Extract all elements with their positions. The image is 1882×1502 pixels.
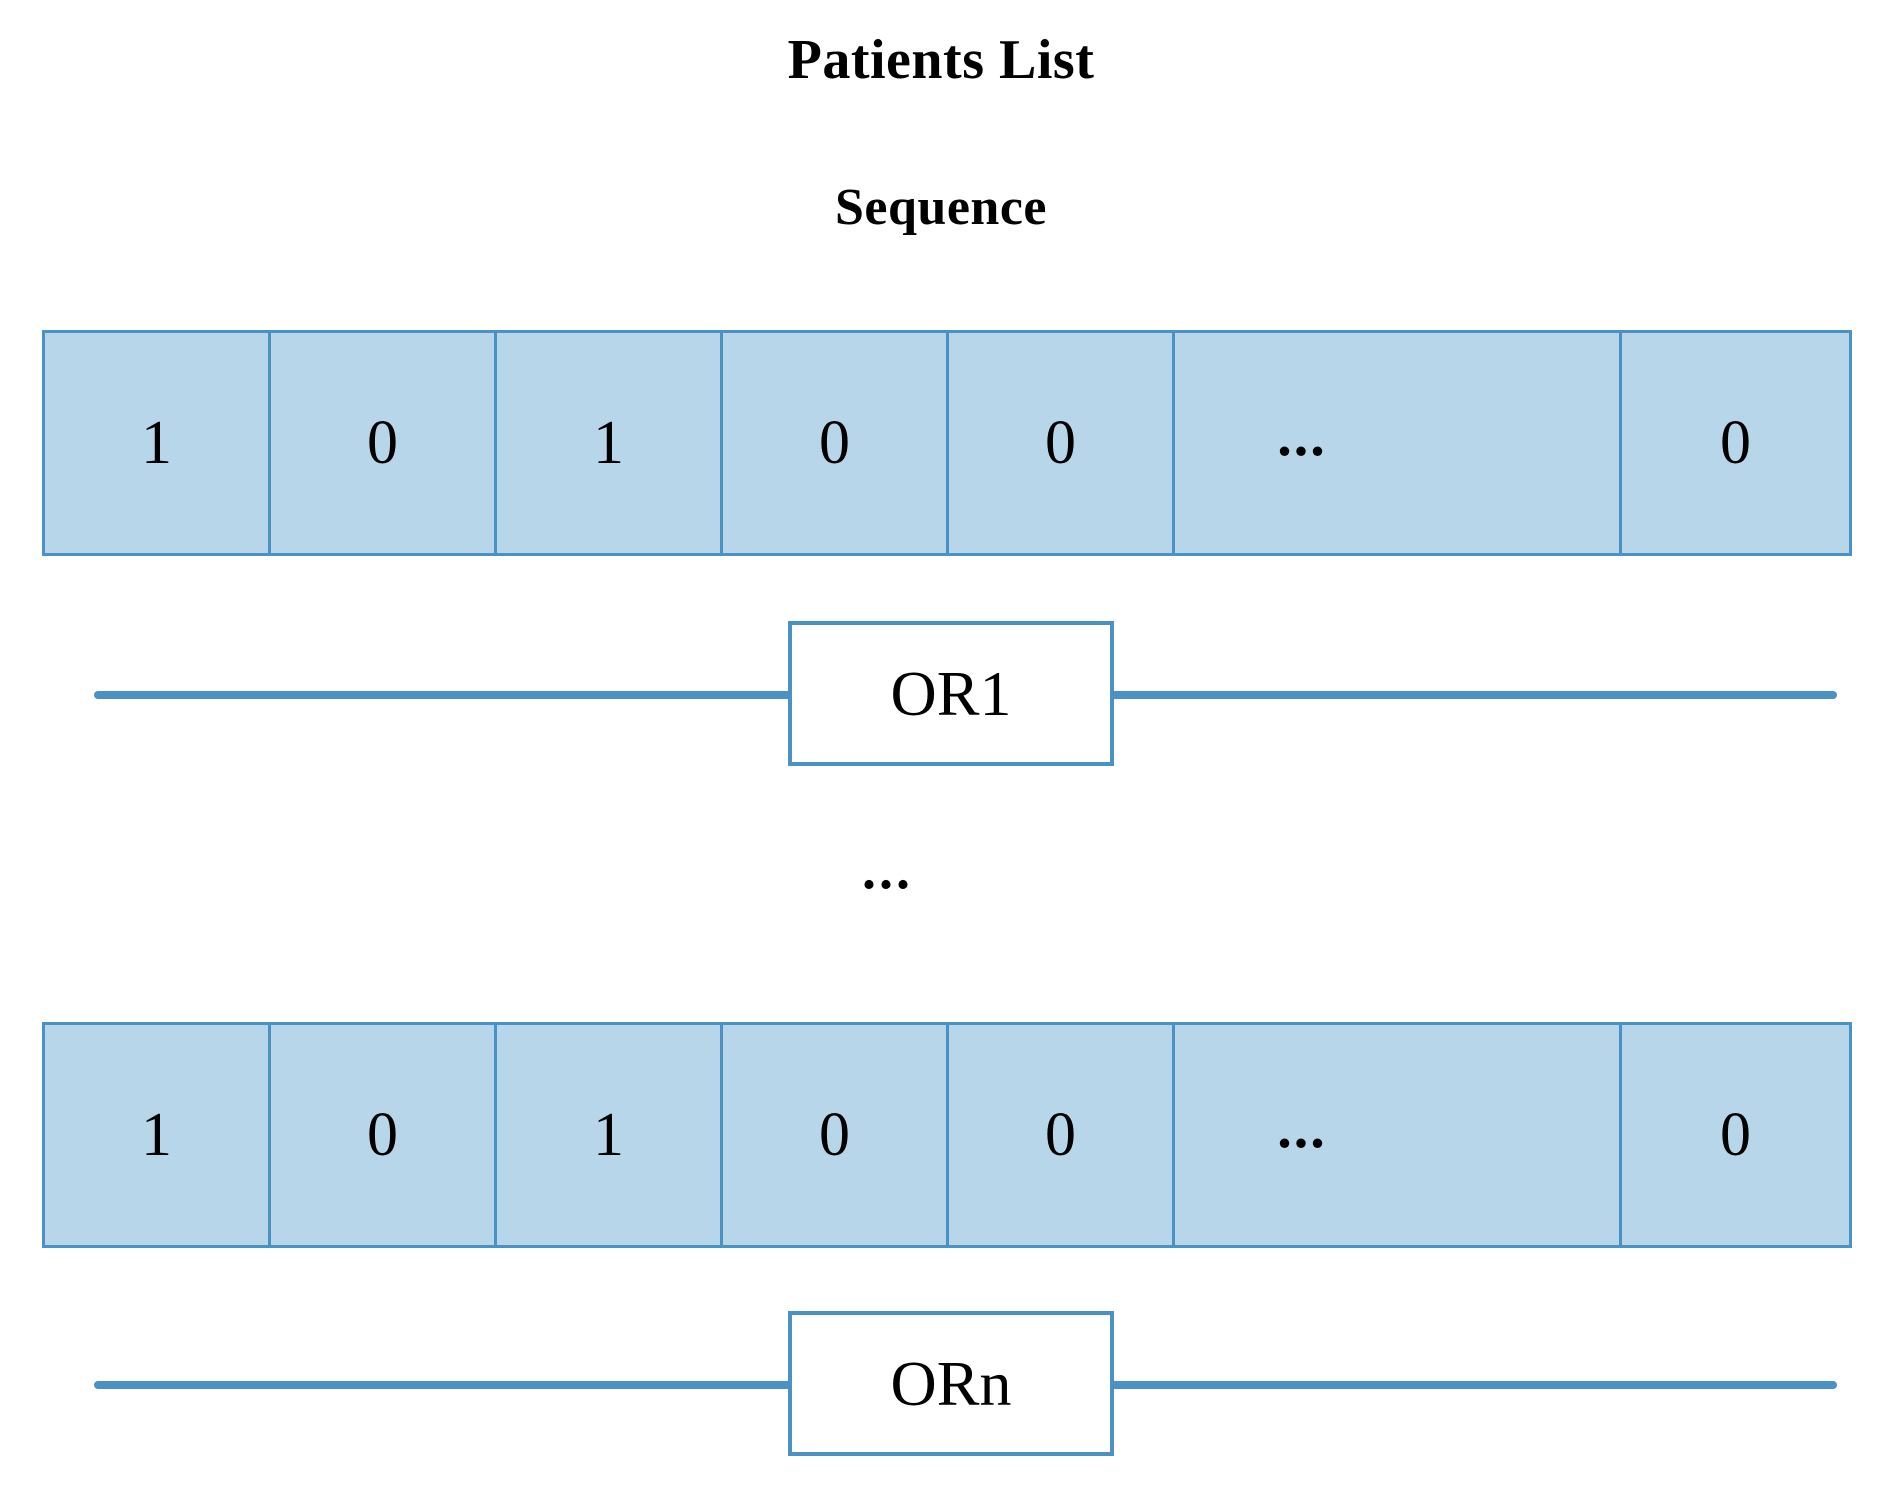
connector-line-right (1108, 691, 1837, 699)
sequence-cell: 1 (497, 1025, 723, 1245)
sequence-cell: 1 (497, 333, 723, 553)
sequence-cell: 0 (271, 333, 497, 553)
connector-line-left (94, 691, 794, 699)
sequence-cell: 0 (723, 1025, 949, 1245)
sequence-cell: 0 (271, 1025, 497, 1245)
or1-group: OR1 (0, 621, 1882, 769)
sequence-cell: 1 (45, 1025, 271, 1245)
middle-ellipsis: ... (862, 839, 913, 901)
or1-label: OR1 (890, 657, 1012, 729)
orn-group: ORn (0, 1311, 1882, 1459)
sequence-cell: 0 (949, 333, 1175, 553)
connector-line-left (94, 1381, 794, 1389)
orn-label: ORn (890, 1347, 1012, 1419)
sequence-cell: 0 (1622, 333, 1849, 553)
sequence-cell-ellipsis: ... (1175, 333, 1622, 553)
sequence-row-1: 1 0 1 0 0 ... 0 (42, 330, 1852, 556)
sequence-cell: 1 (45, 333, 271, 553)
sequence-cell: 0 (1622, 1025, 1849, 1245)
sequence-subtitle: Sequence (835, 179, 1047, 236)
sequence-cell: 0 (949, 1025, 1175, 1245)
sequence-cell-ellipsis: ... (1175, 1025, 1622, 1245)
page-title: Patients List (787, 29, 1095, 91)
sequence-row-2: 1 0 1 0 0 ... 0 (42, 1022, 1852, 1248)
sequence-cell: 0 (723, 333, 949, 553)
or1-box: OR1 (788, 621, 1114, 766)
orn-box: ORn (788, 1311, 1114, 1456)
connector-line-right (1108, 1381, 1837, 1389)
